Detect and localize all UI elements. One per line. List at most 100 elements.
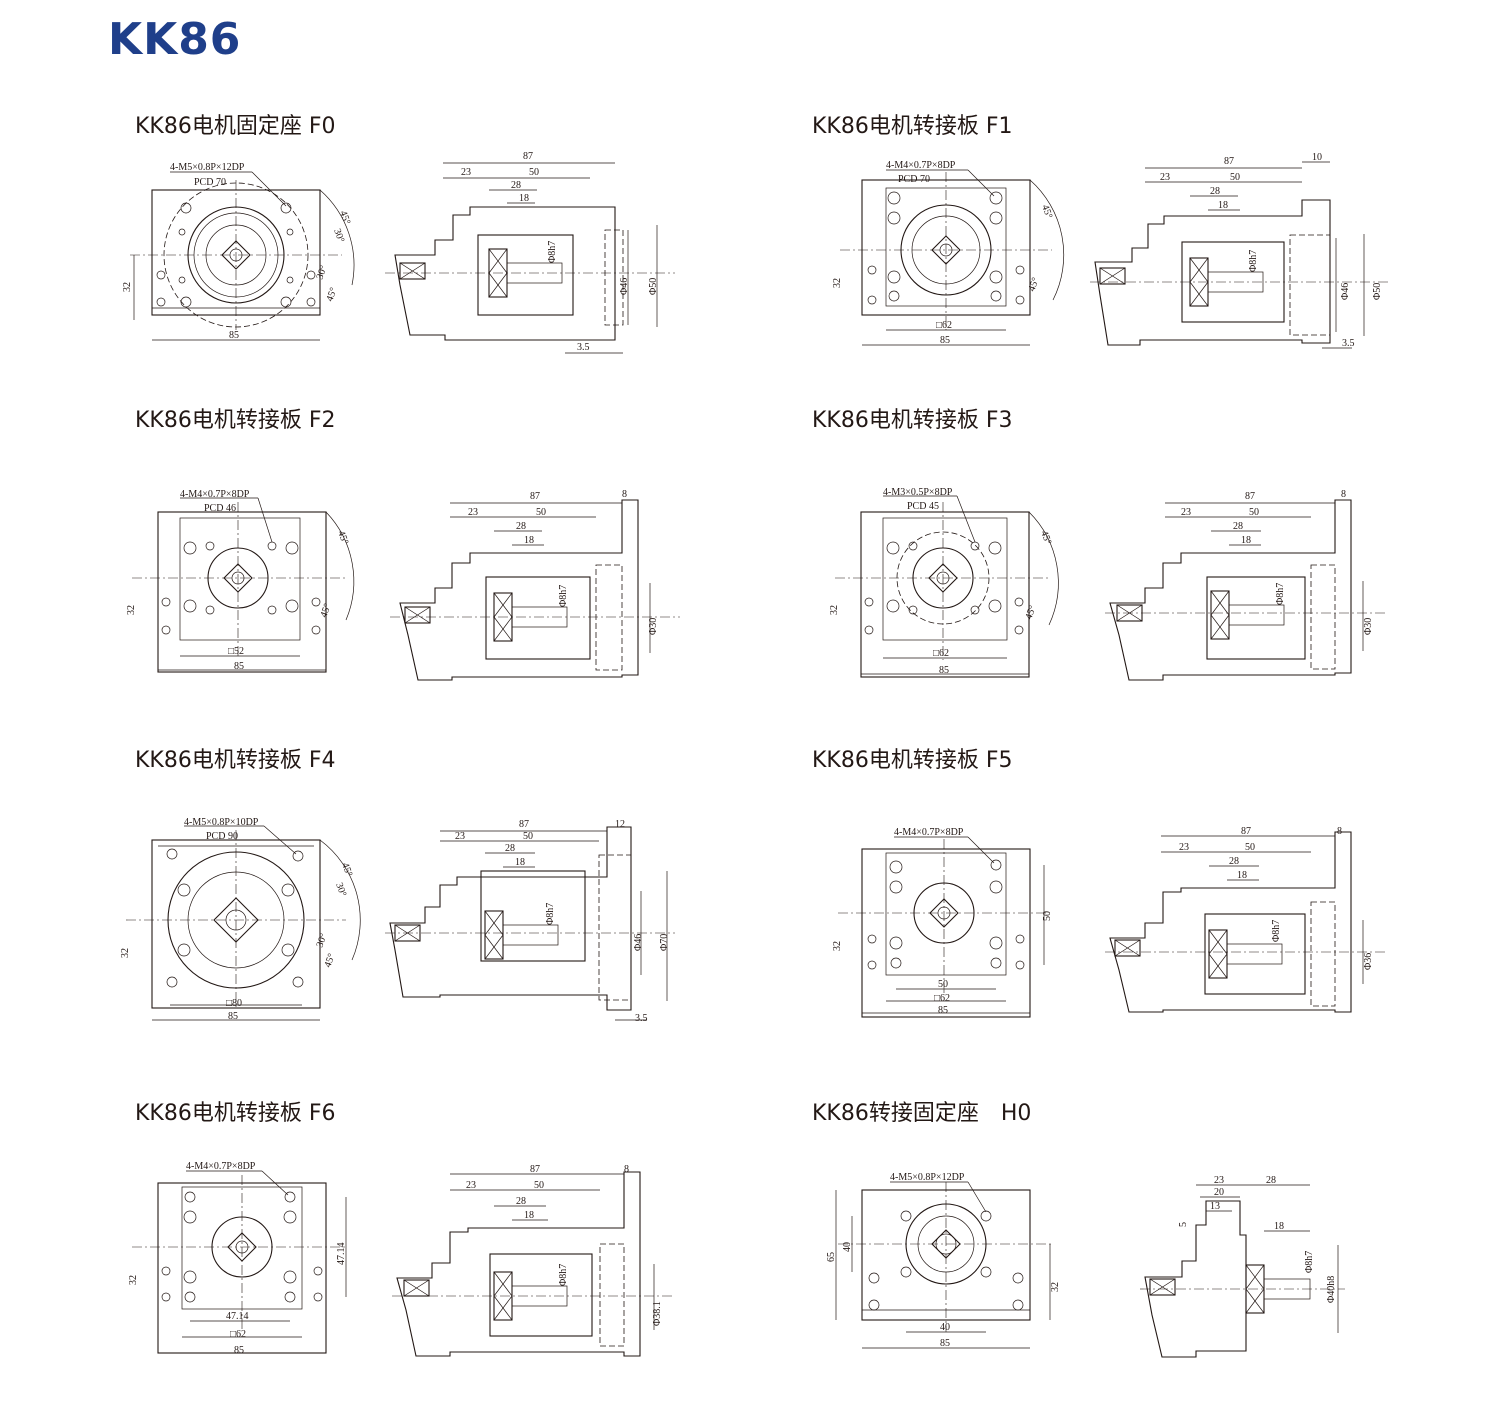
- f1-side-plate: 10: [1312, 152, 1322, 163]
- f6-front-view: 4-M4×0.7P×8DP 47.14 47.14 □62 85 32: [128, 1161, 348, 1356]
- f3-pcd: PCD 45: [907, 501, 939, 512]
- f0-side-thick: 3.5: [577, 342, 590, 353]
- f6-side-d23: 23: [466, 1180, 476, 1191]
- f5-front-view: 4-M4×0.7P×8DP 50 50 □62 85 32: [832, 827, 1053, 1018]
- f6-callout: 4-M4×0.7P×8DP: [186, 1161, 256, 1172]
- f6-side-d50: 50: [534, 1180, 544, 1191]
- f3-side-bore1: Φ30: [1363, 618, 1374, 635]
- f4-callout: 4-M5×0.8P×10DP: [184, 817, 259, 828]
- f3-side-d23: 23: [1181, 507, 1191, 518]
- f1-angle2: 45°: [1026, 276, 1041, 293]
- f3-side-shaft: Φ8h7: [1275, 583, 1286, 605]
- f1-side-d18: 18: [1218, 200, 1228, 211]
- f1-dim-height: 32: [832, 278, 843, 288]
- f1-side-bore1: Φ46: [1340, 283, 1351, 300]
- f4-angle3: 30°: [314, 932, 329, 949]
- f0-angle2: 30°: [331, 227, 346, 244]
- panel-title-f3: KK86电机转接板 F3: [812, 408, 1013, 433]
- panel-title-f2: KK86电机转接板 F2: [135, 408, 336, 433]
- f2-angle1: 45°: [335, 529, 350, 546]
- f0-front-view: 4-M5×0.8P×12DP PCD 70 85 32 45° 30° 30° …: [122, 162, 355, 341]
- f2-side-d18: 18: [524, 535, 534, 546]
- f4-side-thick: 3.5: [635, 1013, 648, 1024]
- f1-angle1: 45°: [1039, 203, 1054, 220]
- f1-side-thick: 3.5: [1342, 338, 1355, 349]
- f6-side-plate: 8: [624, 1164, 629, 1175]
- f1-front-view: 4-M4×0.7P×8DP PCD 70 □62 85 32 45° 45°: [832, 160, 1065, 346]
- f1-dim-square: □62: [936, 320, 952, 331]
- h0-callout: 4-M5×0.8P×12DP: [890, 1172, 965, 1183]
- f6-dim-height: 32: [128, 1275, 139, 1285]
- f0-angle4: 45°: [324, 286, 339, 303]
- h0-dim-right: 32: [1050, 1282, 1061, 1292]
- f2-dim-height: 32: [126, 605, 137, 615]
- f3-dim-square: □62: [933, 648, 949, 659]
- f6-side-shaft: Φ8h7: [558, 1264, 569, 1286]
- f0-angle3: 30°: [314, 264, 329, 281]
- f3-side-d28: 28: [1233, 521, 1243, 532]
- f6-side-d18: 18: [524, 1210, 534, 1221]
- f1-dim-width: 85: [940, 335, 950, 346]
- f3-side-total: 87: [1245, 491, 1255, 502]
- f4-dim-width: 85: [228, 1011, 238, 1022]
- h0-side-shaft: Φ8h7: [1304, 1251, 1315, 1273]
- f2-side-bore1: Φ30: [648, 618, 659, 635]
- f5-side-total: 87: [1241, 826, 1251, 837]
- panel-title-f4: KK86电机转接板 F4: [135, 748, 336, 773]
- f4-side-d50: 50: [523, 831, 533, 842]
- f0-side-total: 87: [523, 151, 533, 162]
- f5-dim-inner: 50: [938, 979, 948, 990]
- f2-side-d28: 28: [516, 521, 526, 532]
- f5-side-d18: 18: [1237, 870, 1247, 881]
- f2-side-total: 87: [530, 491, 540, 502]
- f0-dim-height: 32: [122, 282, 133, 292]
- f4-side-plate: 12: [615, 819, 625, 830]
- f6-dim-inner: 47.14: [226, 1311, 249, 1322]
- f4-side-d28: 28: [505, 843, 515, 854]
- f4-dim-square: □80: [226, 998, 242, 1009]
- h0-side-d18: 18: [1274, 1221, 1284, 1232]
- f2-dim-width: 85: [234, 661, 244, 672]
- f2-side-view: 87 8 23 50 28 18 Φ8h7 Φ30: [390, 489, 680, 681]
- f5-side-bore1: Φ36: [1363, 953, 1374, 970]
- f0-side-bore2: Φ50: [648, 278, 659, 295]
- f4-angle4: 45°: [322, 952, 337, 969]
- h0-side-view: 23 20 13 28 18 5 Φ8h7 Φ40h8: [1140, 1175, 1345, 1358]
- f4-side-total: 87: [519, 819, 529, 830]
- f3-side-d18: 18: [1241, 535, 1251, 546]
- f4-angle2: 30°: [333, 881, 348, 898]
- f4-front-view: 4-M5×0.8P×10DP PCD 90 □80 85 32 45° 30° …: [120, 817, 361, 1022]
- f3-callout: 4-M3×0.5P×8DP: [883, 487, 953, 498]
- f1-side-d28: 28: [1210, 186, 1220, 197]
- f0-side-d28: 28: [511, 180, 521, 191]
- f3-dim-height: 32: [829, 605, 840, 615]
- h0-side-d23: 23: [1214, 1175, 1224, 1186]
- f1-pcd: PCD 70: [898, 174, 930, 185]
- f4-dim-height: 32: [120, 948, 131, 958]
- f4-pcd: PCD 90: [206, 831, 238, 842]
- f2-side-d23: 23: [468, 507, 478, 518]
- h0-front-view: 4-M5×0.8P×12DP 65 40 40 85 32: [826, 1172, 1061, 1349]
- f5-side-plate: 8: [1337, 826, 1342, 837]
- f4-side-view: 87 12 23 50 28 18 Φ8h7 Φ46 Φ70 3.5: [385, 819, 675, 1024]
- f5-dim-width: 85: [938, 1005, 948, 1016]
- h0-side-d5: 5: [1178, 1222, 1189, 1227]
- f0-pcd: PCD 70: [194, 177, 226, 188]
- f6-dim-square: □62: [230, 1329, 246, 1340]
- f5-side-view: 87 8 23 50 28 18 Φ8h7 Φ36: [1105, 826, 1385, 1013]
- f1-side-total: 87: [1224, 156, 1234, 167]
- panel-title-h0: KK86转接固定座 H0: [812, 1101, 1032, 1126]
- f2-pcd: PCD 46: [204, 503, 236, 514]
- f1-callout: 4-M4×0.7P×8DP: [886, 160, 956, 171]
- f4-side-bore2: Φ70: [659, 934, 670, 951]
- f2-angle2: 45°: [318, 602, 333, 619]
- page-title: KK86: [108, 14, 242, 65]
- f0-side-shaft: Φ8h7: [547, 241, 558, 263]
- h0-dim-inner-h: 40: [842, 1242, 853, 1252]
- panel-title-f6: KK86电机转接板 F6: [135, 1101, 336, 1126]
- f3-side-view: 87 8 23 50 28 18 Φ8h7 Φ30: [1105, 489, 1385, 681]
- f3-angle2: 45°: [1023, 604, 1038, 621]
- h0-side-bore1: Φ40h8: [1326, 1276, 1337, 1303]
- f6-dim-width: 85: [234, 1345, 244, 1356]
- f3-angle1: 45°: [1038, 529, 1053, 546]
